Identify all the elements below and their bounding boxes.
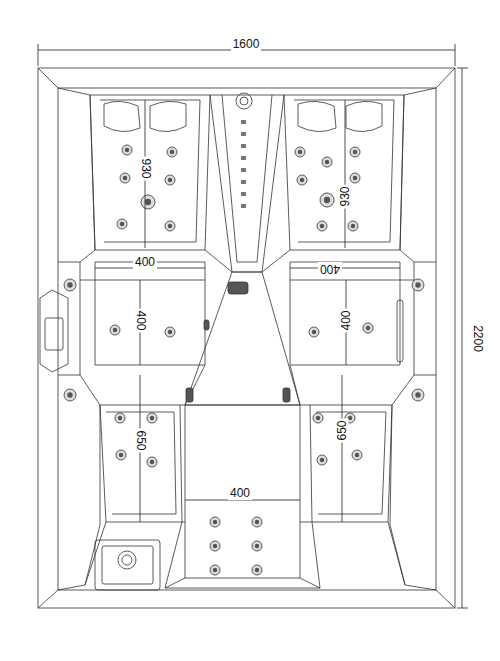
channel-jet [241,192,246,196]
jet-nozzle [255,568,260,573]
jet-nozzle [170,150,175,155]
jet [350,147,360,157]
jet [295,147,305,157]
jet [363,323,373,333]
jet [322,157,332,167]
jet-nozzle [168,178,173,183]
dimension-label: 650 [134,428,147,452]
jet-nozzle [415,282,420,287]
jet [210,565,220,575]
jet-nozzle [320,224,325,229]
dimension-label: 2200 [470,323,483,354]
jet-nozzle [353,176,358,181]
channel-jet [241,180,246,184]
jet [210,517,220,527]
jet [165,327,175,337]
channel-jet [241,144,246,148]
jet [147,457,157,467]
jet-nozzle [67,282,72,287]
jet [412,279,424,291]
jet-nozzle [351,224,356,229]
jet-nozzle [118,416,123,421]
jet [64,389,76,401]
jet-nozzle [213,544,218,549]
jet-nozzle [213,568,218,573]
jet [117,219,127,229]
jet-nozzle [298,150,303,155]
jet-nozzle [366,326,371,331]
dimension-label: 400 [340,308,353,332]
dimension-label: 400 [133,256,157,269]
jet-nozzle [320,458,325,463]
jets [64,120,424,575]
jet [210,541,220,551]
jet-nozzle [67,392,72,397]
spa-outline [38,68,455,608]
jet-nozzle [324,197,330,203]
jet [309,327,319,337]
channel-jet [241,120,246,124]
jet-nozzle [168,330,173,335]
jet [116,450,126,460]
jet [297,175,307,185]
jet-nozzle [316,416,321,421]
jet [252,541,262,551]
jet-nozzle [120,222,125,227]
jet-nozzle [168,224,173,229]
jet [64,279,76,291]
jet-nozzle [113,328,118,333]
channel-jet [241,168,246,172]
dimension-label: 930 [139,156,152,180]
dimension-label: 1600 [231,38,262,51]
jet-nozzle [150,416,155,421]
jet-nozzle [123,176,128,181]
jet-nozzle [125,148,130,153]
jet [317,455,327,465]
jet-nozzle [145,199,151,205]
jet [110,325,120,335]
dimension-label: 650 [336,418,349,442]
jet-nozzle [353,150,358,155]
jet-nozzle [415,392,420,397]
jet [115,413,125,423]
jet [320,193,334,207]
channel-jet [241,204,246,208]
dimension-label: 400 [318,262,342,275]
jet [165,175,175,185]
jet [141,195,155,209]
jet [252,517,262,527]
jet [165,221,175,231]
jet-nozzle [119,453,124,458]
jet [313,413,323,423]
jet [252,565,262,575]
jet [348,221,358,231]
jet [412,389,424,401]
dimension-label: 930 [339,184,352,208]
jet [317,221,327,231]
jet-nozzle [325,160,330,165]
jet-nozzle [255,520,260,525]
dimension-label: 400 [228,487,252,500]
jet-nozzle [300,178,305,183]
jet-nozzle [312,330,317,335]
dimension-label: 400 [134,308,147,332]
jet [167,147,177,157]
jet [350,173,360,183]
jet [352,450,362,460]
jet-nozzle [355,453,360,458]
jet [147,413,157,423]
jet-nozzle [255,544,260,549]
channel-jet [241,156,246,160]
jet [120,173,130,183]
dimension-lines [38,44,468,608]
jet-nozzle [213,520,218,525]
channel-jet [241,132,246,136]
jet-nozzle [150,460,155,465]
jet [122,145,132,155]
